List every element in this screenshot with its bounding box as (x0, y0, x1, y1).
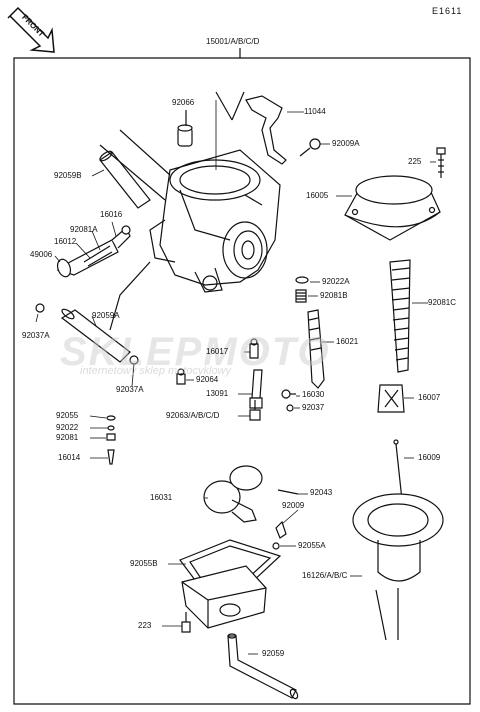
washer-92055A (273, 543, 279, 549)
cap-part (178, 125, 192, 146)
leader-lines (36, 100, 436, 654)
assembly-frame (14, 58, 470, 704)
label-92037A-2: 92037A (116, 385, 144, 394)
label-16031: 16031 (150, 493, 173, 502)
float-bowl (182, 566, 266, 628)
label-16005: 16005 (306, 191, 329, 200)
label-92055B: 92055B (130, 559, 158, 568)
adjust-screw-13091 (250, 370, 262, 408)
carburetor-body (150, 150, 280, 292)
label-16030: 16030 (302, 390, 325, 399)
assembly-label: 15001/A/B/C/D (206, 37, 260, 46)
label-16126: 16126/A/B/C (302, 571, 348, 580)
label-16016: 16016 (100, 210, 123, 219)
label-92043: 92043 (310, 488, 333, 497)
label-13091: 13091 (206, 389, 229, 398)
label-92064: 92064 (196, 375, 219, 384)
screw-92009A (300, 139, 320, 156)
pilot-screw-16017 (250, 339, 258, 358)
label-92055A: 92055A (298, 541, 326, 550)
pin-92043 (278, 490, 298, 494)
watermark-subtitle: internetowy sklep motocyklowy (80, 365, 232, 377)
label-92037: 92037 (302, 403, 325, 412)
screw-223 (182, 612, 190, 632)
label-92063: 92063/A/B/C/D (166, 411, 220, 420)
label-49006: 49006 (30, 250, 53, 259)
label-92009: 92009 (282, 501, 305, 510)
jet-92063 (250, 400, 260, 420)
jet-stack (107, 416, 115, 464)
label-16007: 16007 (418, 393, 441, 402)
screw-225 (437, 148, 445, 178)
label-16014: 16014 (58, 453, 81, 462)
part-92037 (287, 405, 293, 411)
label-92059A: 92059A (92, 311, 120, 320)
label-92081A: 92081A (70, 225, 98, 234)
label-92081C: 92081C (428, 298, 457, 307)
piston-16126 (353, 494, 443, 640)
label-223: 223 (138, 621, 152, 630)
screw-92064 (177, 369, 185, 384)
label-92009A: 92009A (332, 139, 360, 148)
page-code: E1611 (432, 6, 463, 16)
label-92066: 92066 (172, 98, 195, 107)
label-92055: 92055 (56, 411, 79, 420)
label-16017: 16017 (206, 347, 229, 356)
label-92059: 92059 (262, 649, 285, 658)
hose-92059A (61, 308, 130, 362)
label-11044: 11044 (304, 107, 326, 116)
o-ring-92022A (296, 277, 308, 283)
label-92081: 92081 (56, 433, 79, 442)
label-16021: 16021 (336, 337, 359, 346)
label-16009: 16009 (418, 453, 441, 462)
label-92037A-1: 92037A (22, 331, 50, 340)
screw-92009 (276, 522, 286, 538)
label-16012: 16012 (54, 237, 77, 246)
front-arrow-icon (8, 8, 54, 52)
needle-holder-16007 (378, 385, 404, 412)
bracket-part (246, 96, 286, 164)
jet-needle-16009 (394, 440, 402, 500)
clamp-92037A-1 (36, 304, 44, 312)
spring-92081B (296, 290, 306, 302)
label-225: 225 (408, 157, 422, 166)
choke-plunger (55, 226, 130, 279)
top-cover (345, 176, 440, 240)
spring-92081C (390, 260, 410, 372)
drain-hose-92059 (228, 634, 299, 700)
float-16031 (204, 466, 262, 522)
hose-92059B (99, 150, 150, 208)
label-92022A: 92022A (322, 277, 350, 286)
part-16030 (282, 390, 296, 398)
label-92059B: 92059B (54, 171, 82, 180)
needle-16021 (308, 310, 324, 388)
watermark-brand: SKLEPMOTO (60, 330, 331, 374)
label-92081B: 92081B (320, 291, 348, 300)
label-92022: 92022 (56, 423, 79, 432)
